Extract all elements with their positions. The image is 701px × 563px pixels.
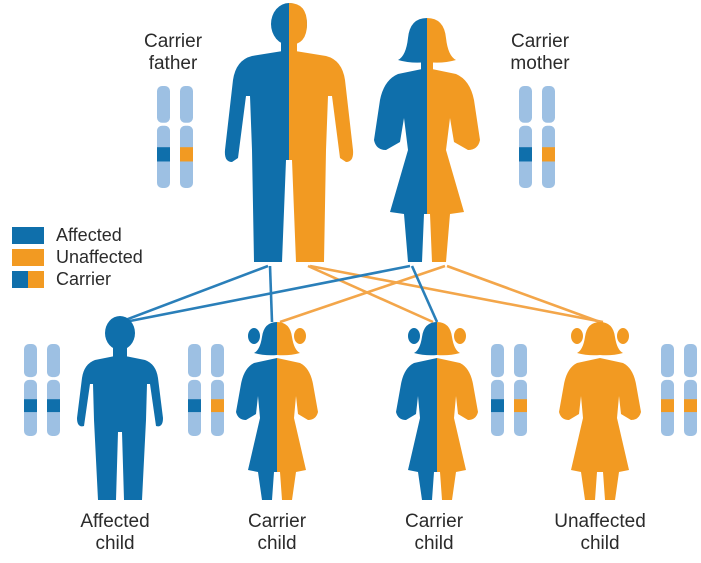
child-carrier-figure-2 <box>396 322 478 500</box>
chromosome-pair-carrier-2-left <box>491 344 504 436</box>
legend-carrier-swatch <box>12 271 44 288</box>
chromosome-pair-unaffected <box>661 344 697 436</box>
chromosome-pair-unaffected-right <box>684 344 697 436</box>
father-label-line2: father <box>118 53 228 75</box>
chromosome-pair-father-left-band <box>157 147 170 161</box>
father-label: Carrier father <box>118 31 228 75</box>
chromosome-pair-father <box>157 86 193 188</box>
chromosome-pair-carrier-1 <box>188 344 224 436</box>
mother-left-half <box>374 18 427 262</box>
chromosome-pair-mother-right-band <box>542 147 555 161</box>
child-affected-figure <box>77 316 163 500</box>
chromosome-pair-father-right <box>180 86 193 188</box>
child-unaffected-figure <box>559 322 641 500</box>
child-label-unaffected-line2: child <box>525 533 675 555</box>
child-label-unaffected-line1: Unaffected <box>525 511 675 533</box>
child-label-unaffected: Unaffected child <box>525 511 675 555</box>
child-label-carrier-1: Carrier child <box>212 511 342 555</box>
chromosome-pair-affected-right <box>47 344 60 436</box>
chromosome-pair-mother-left <box>519 86 532 188</box>
inheritance-lines <box>120 266 603 322</box>
chromosome-pair-father-left <box>157 86 170 188</box>
line-mother-to-affected <box>125 266 410 322</box>
chromosome-pair-carrier-2 <box>491 344 527 436</box>
legend-carrier: Carrier <box>12 268 143 290</box>
chromosome-pair-carrier-1-left-band <box>188 399 201 412</box>
child-label-carrier-2-line2: child <box>369 533 499 555</box>
chromosome-pair-mother-left-band <box>519 147 532 161</box>
chromosome-pair-carrier-2-left-band <box>491 399 504 412</box>
child-carrier-figure-1 <box>236 322 318 500</box>
chromosome-pair-carrier-2-right-band <box>514 399 527 412</box>
chromosome-pair-carrier-1-left <box>188 344 201 436</box>
child-label-affected-line2: child <box>50 533 180 555</box>
legend-affected: Affected <box>12 224 143 246</box>
father-label-line1: Carrier <box>118 31 228 53</box>
legend-unaffected-label: Unaffected <box>56 247 143 268</box>
chromosome-pair-mother <box>519 86 555 188</box>
legend-affected-swatch <box>12 227 44 244</box>
line-mother-to-unaffected-girl <box>447 266 600 322</box>
legend-unaffected: Unaffected <box>12 246 143 268</box>
chromosome-pair-carrier-2-right <box>514 344 527 436</box>
chromosome-pair-unaffected-left-band <box>661 399 674 412</box>
child-label-affected-line1: Affected <box>50 511 180 533</box>
chromosome-pair-affected-left <box>24 344 37 436</box>
child-carrier-2-left <box>396 322 437 500</box>
chromosome-pair-father-right-band <box>180 147 193 161</box>
father-right-half <box>289 3 353 262</box>
child-label-affected: Affected child <box>50 511 180 555</box>
legend-unaffected-swatch <box>12 249 44 266</box>
legend-affected-label: Affected <box>56 225 122 246</box>
chromosome-pair-affected <box>24 344 60 436</box>
mother-label-line1: Carrier <box>485 31 595 53</box>
child-carrier-1-right <box>277 322 318 500</box>
chromosome-pair-unaffected-left <box>661 344 674 436</box>
mother-figure <box>374 18 480 262</box>
legend: Affected Unaffected Carrier <box>12 224 143 290</box>
child-label-carrier-2: Carrier child <box>369 511 499 555</box>
chromosome-pair-mother-right <box>542 86 555 188</box>
chromosome-pair-affected-left-band <box>24 399 37 412</box>
child-label-carrier-2-line1: Carrier <box>369 511 499 533</box>
mother-label: Carrier mother <box>485 31 595 75</box>
line-father-to-unaffected-girl <box>310 266 603 322</box>
child-label-carrier-1-line1: Carrier <box>212 511 342 533</box>
child-label-carrier-1-line2: child <box>212 533 342 555</box>
father-figure <box>225 3 353 262</box>
chromosome-pair-carrier-1-right-band <box>211 399 224 412</box>
child-carrier-2-right <box>437 322 478 500</box>
legend-carrier-label: Carrier <box>56 269 111 290</box>
chromosome-pair-unaffected-right-band <box>684 399 697 412</box>
chromosome-pair-carrier-1-right <box>211 344 224 436</box>
chromosome-pair-affected-right-band <box>47 399 60 412</box>
mother-label-line2: mother <box>485 53 595 75</box>
child-carrier-1-left <box>236 322 277 500</box>
mother-right-half <box>427 18 480 262</box>
